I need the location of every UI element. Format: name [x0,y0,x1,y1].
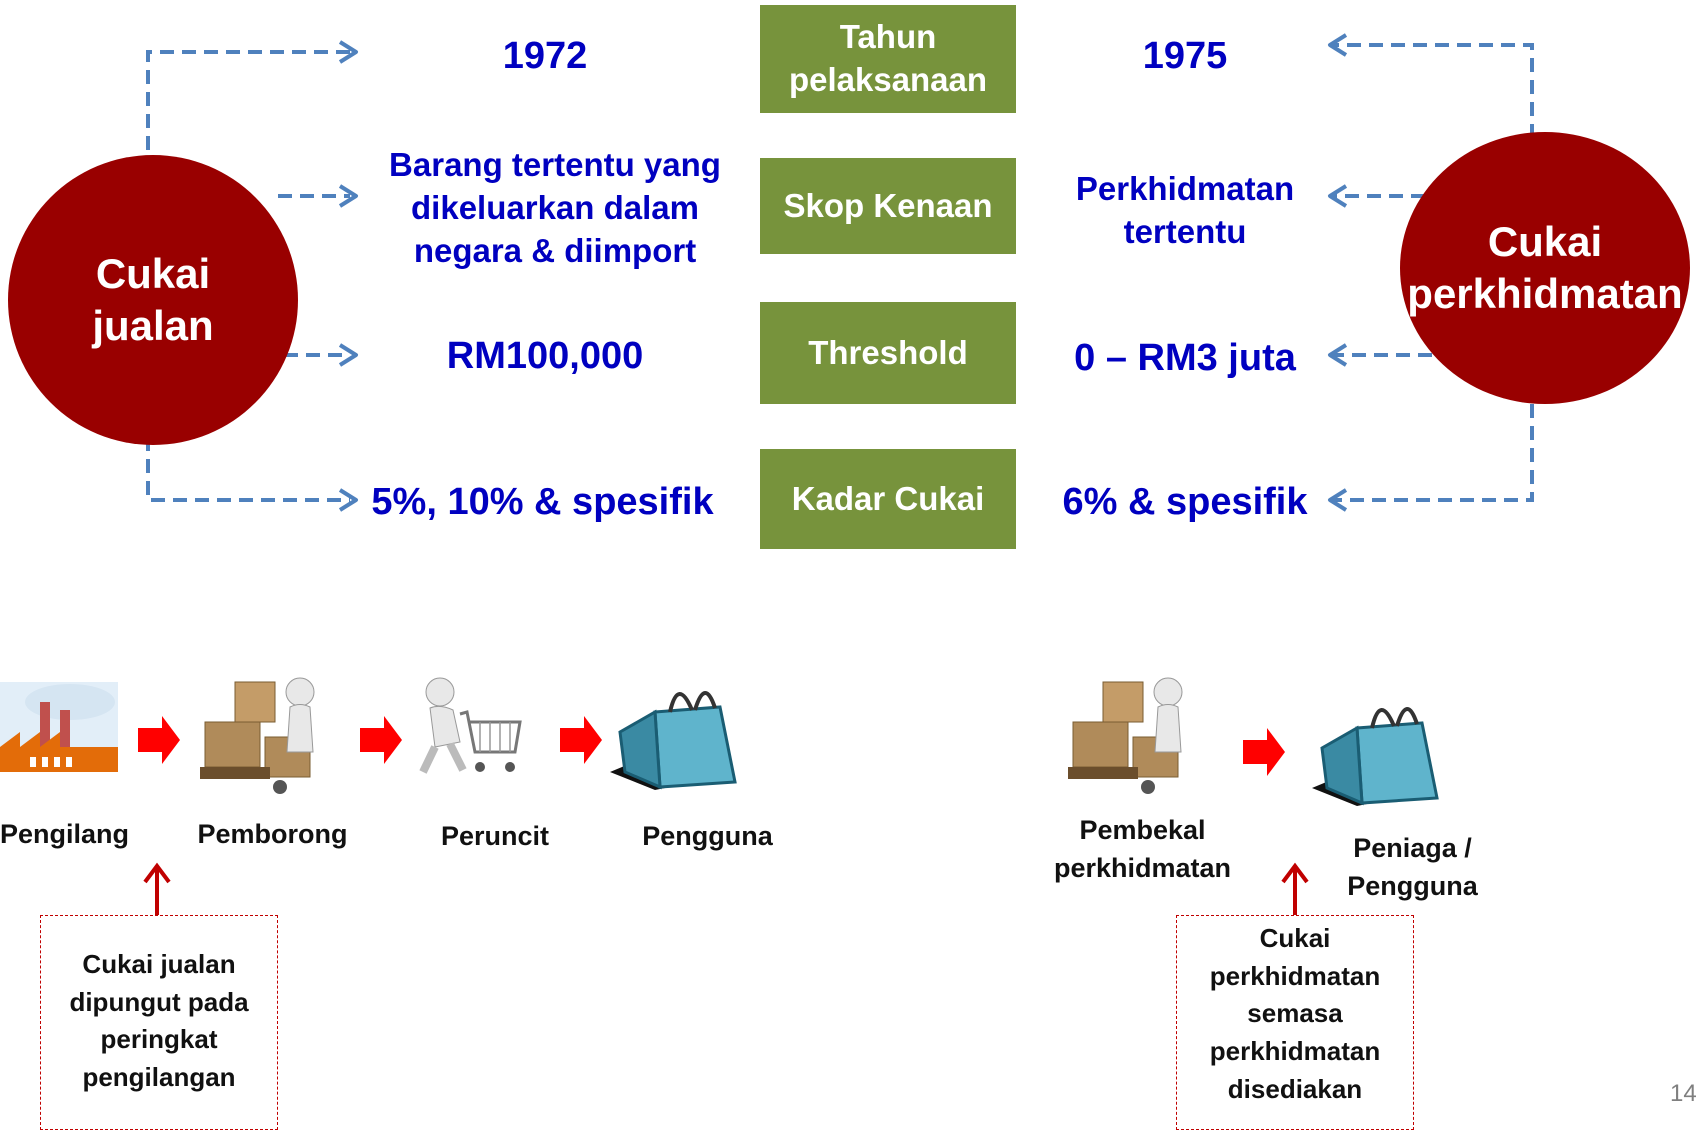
service-tax-rate: 6% & spesifik [1060,478,1310,527]
note-text: perkhidmatan [1209,960,1381,991]
category-box-threshold: Threshold [760,302,1016,404]
connector-right-year [1330,43,1534,138]
step-label-wholesaler: Pemborong [190,816,355,854]
shopping-bag-icon [1312,707,1439,806]
note-text: Cukai jualan [82,949,236,979]
service-tax-circle: Cukai perkhidmatan [1400,132,1690,404]
flow-arrow [138,716,180,764]
category-label: Threshold [808,333,968,371]
note-text: dipungut pada [69,986,249,1017]
step-text: Pengguna [1347,870,1478,901]
value-text: 5%, 10% & spesifik [371,481,714,523]
sales-tax-year: 1972 [380,32,710,81]
note-text: pengilangan [82,1062,236,1093]
sales-tax-threshold: RM100,000 [380,332,710,381]
category-label: pelaksanaan [788,61,988,98]
step-label-retailer: Peruncit [420,818,570,856]
shopping-bag-icon [610,691,737,790]
factory-icon [0,682,118,772]
category-box-rate: Kadar Cukai [760,449,1016,549]
value-text: 1972 [502,35,588,77]
value-text: negara & diimport [413,231,697,269]
step-label-trader-consumer: Peniaga / Pengguna [1325,830,1500,906]
category-label: Kadar Cukai [791,479,985,517]
step-label-manufacturer: Pengilang [0,816,129,854]
step-text: Pengilang [0,819,130,849]
sales-tax-rate: 5%, 10% & spesifik [370,478,715,527]
value-text: 6% & spesifik [1062,481,1308,523]
service-provider-icon [1068,677,1183,794]
step-text: Pemborong [197,819,348,849]
flow-arrow [1243,728,1285,776]
sales-tax-circle-line1: Cukai [95,249,211,297]
connector-right-rate [1330,404,1534,502]
flow-arrow [360,716,402,764]
sales-tax-circle-line2: jualan [92,302,214,349]
note-text: Cukai [1259,923,1331,953]
service-tax-circle-line2: perkhidmatan [1407,270,1683,317]
value-text: tertentu [1123,212,1247,250]
sales-tax-collection-note: Cukai jualan dipungut pada peringkat pen… [40,915,278,1130]
step-label-service-provider: Pembekal perkhidmatan [1045,812,1240,888]
value-text: Perkhidmatan [1075,170,1295,207]
note-text: peringkat [100,1024,218,1055]
step-text: Pengguna [642,821,773,851]
value-text: RM100,000 [446,335,644,377]
wholesaler-boxes-icon [200,677,315,794]
service-tax-year: 1975 [1060,32,1310,81]
flow-arrow [560,716,602,764]
value-text: 1975 [1142,35,1228,77]
step-text: Peruncit [440,821,550,851]
category-label: Tahun [839,18,937,56]
category-box-year: Tahun pelaksanaan [760,5,1016,113]
service-tax-circle-line1: Cukai [1487,217,1603,265]
page-number: 14 [1670,1080,1696,1107]
sales-tax-scope: Barang tertentu yang dikeluarkan dalam n… [375,144,735,273]
sales-tax-circle: Cukai jualan [8,155,298,445]
step-text: Peniaga / [1353,833,1472,863]
service-tax-threshold: 0 – RM3 juta [1060,334,1310,383]
step-text: perkhidmatan [1053,852,1232,883]
category-label: Skop Kenaan [783,186,993,224]
retailer-cart-icon [419,677,522,774]
note-text: semasa [1247,998,1343,1029]
connector-left-year [146,50,350,150]
note-text: disediakan [1227,1073,1363,1104]
step-label-consumer: Pengguna [625,818,790,856]
service-tax-scope: Perkhidmatan tertentu [1060,168,1310,254]
value-text: Barang tertentu yang [389,146,721,183]
value-text: 0 – RM3 juta [1074,337,1296,379]
category-box-scope: Skop Kenaan [760,158,1016,254]
note-text: perkhidmatan [1209,1036,1381,1067]
step-text: Pembekal [1079,815,1206,845]
value-text: dikeluarkan dalam [411,188,699,226]
service-tax-collection-note: Cukai perkhidmatan semasa perkhidmatan d… [1176,915,1414,1130]
